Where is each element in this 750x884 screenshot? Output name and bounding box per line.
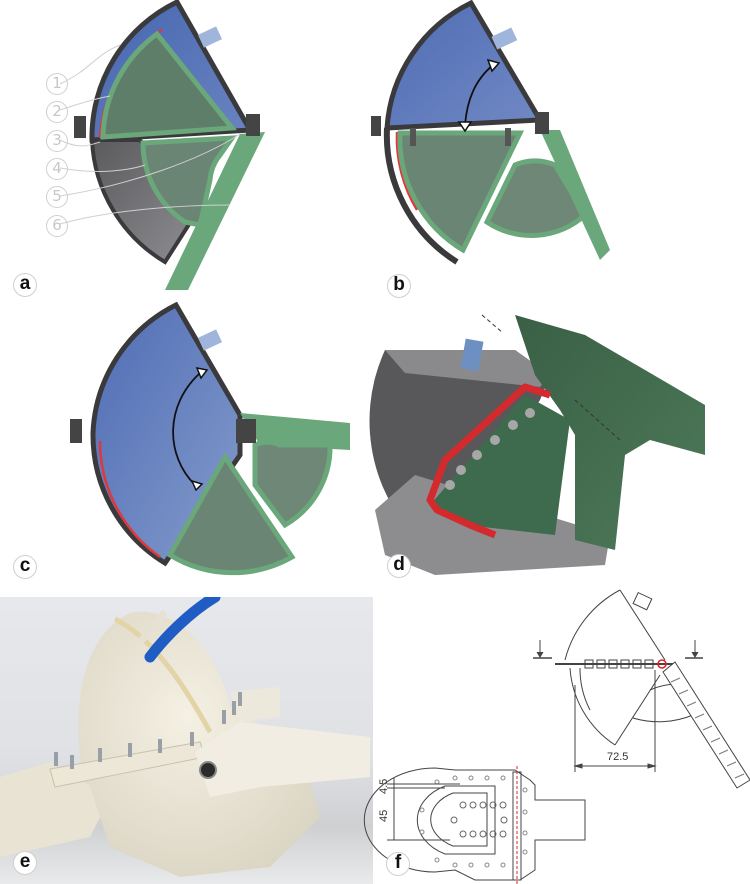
panel-a-cross-section [59,0,265,290]
panel-label-c: c [13,555,37,579]
panel-label-b: b [387,274,411,298]
callout-6: 6 [46,215,68,237]
panel-label-d: d [387,554,411,578]
rotation-arrow [172,372,201,486]
dimension-72-5: 72.5 [607,751,629,763]
panel-label-a: a [13,273,37,297]
dimension-4-5: 4.5 [378,778,390,794]
callout-4: 4 [46,158,68,180]
prototype-photo [0,597,370,877]
callout-3: 3 [46,130,68,152]
pneumatic-tube [144,597,221,663]
rotation-arrow [464,64,494,126]
panel-e-photo: e [0,597,373,884]
panel-f: 72.5 4.5 45 f [363,589,750,884]
panel-label-e: e [13,851,37,875]
panel-b-cross-section [371,0,610,265]
callout-1: 1 [46,73,68,95]
panel-c-cross-section [70,301,350,576]
panel-b: b [371,0,750,298]
panel-a: 1 2 3 4 5 6 a [0,0,375,297]
plan-view [363,766,586,884]
callout-2: 2 [46,101,68,123]
panel-label-f: f [386,852,410,876]
callout-5: 5 [46,186,68,208]
technical-drawing [363,589,750,884]
panel-c: c [0,295,375,590]
section-view [533,589,750,789]
dimension-45: 45 [378,809,390,822]
panel-d: d [369,295,750,590]
panel-d-render [369,314,705,575]
